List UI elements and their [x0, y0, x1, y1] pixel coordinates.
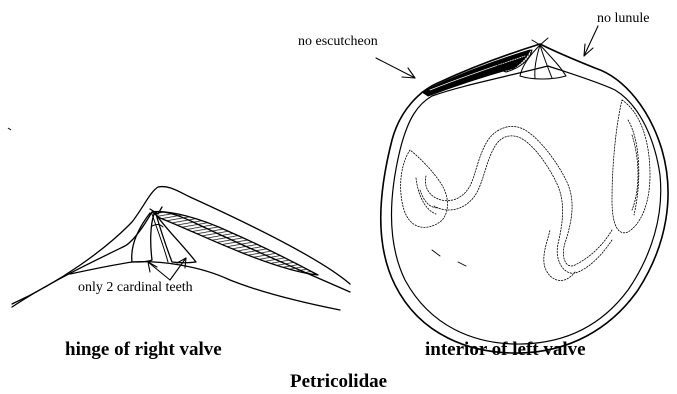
valve-inner-margin	[392, 66, 661, 344]
adductor-scar-left	[401, 150, 448, 227]
pallial-line	[425, 126, 612, 266]
escutcheon-arrow	[376, 58, 415, 78]
label-cardinal-teeth: only 2 cardinal teeth	[78, 281, 193, 295]
hinge-ligament	[152, 212, 318, 275]
cardinal-tooth-1	[132, 213, 154, 262]
caption-interior-of-left-valve: interior of left valve	[425, 340, 586, 359]
label-no-lunule: no lunule	[597, 12, 650, 26]
label-no-escutcheon: no escutcheon	[298, 35, 378, 49]
adductor-scar-right	[612, 100, 650, 233]
valve-drawing	[376, 26, 668, 353]
lunule-arrow	[584, 26, 598, 56]
caption-hinge-of-right-valve: hinge of right valve	[65, 340, 222, 359]
caption-family-name: Petricolidae	[290, 372, 387, 391]
